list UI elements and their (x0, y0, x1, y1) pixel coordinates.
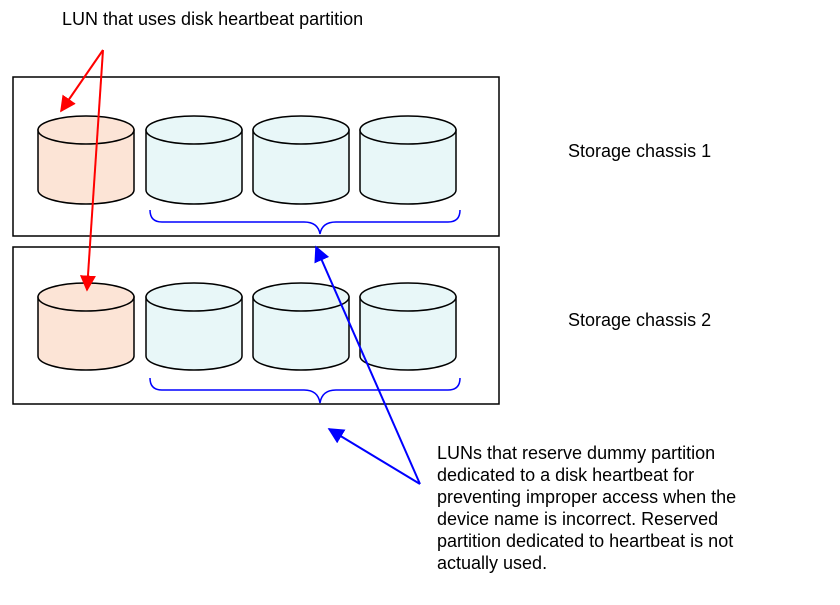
dummy-lun-disk-2b (252, 282, 350, 371)
dummy-arrow-to-chassis-2-brace (327, 428, 421, 485)
storage-chassis-2-frame (12, 246, 500, 405)
heartbeat-arrow-to-chassis-2 (79, 49, 104, 292)
dummy-lun-disk-2a (145, 282, 243, 371)
storage-chassis-2-label: Storage chassis 2 (568, 310, 712, 330)
dummy-lun-disk-1c (359, 115, 457, 205)
dummy-lun-disk-2c (359, 282, 457, 371)
heartbeat-arrow-to-chassis-1 (60, 49, 104, 113)
dummy-lun-brace-2 (149, 377, 461, 404)
heartbeat-lun-label: LUN that uses disk heartbeat partition (62, 9, 364, 29)
dummy-lun-disk-1b (252, 115, 350, 205)
dummy-arrow-to-chassis-1-brace (314, 245, 421, 485)
dummy-lun-brace-1 (149, 209, 461, 235)
storage-chassis-1-frame (12, 76, 500, 237)
storage-chassis-1-label: Storage chassis 1 (568, 141, 712, 161)
dummy-partition-luns-label: LUNs that reserve dummy partition dedica… (437, 443, 737, 573)
heartbeat-lun-disk-1 (37, 115, 135, 205)
dummy-lun-disk-1a (145, 115, 243, 205)
heartbeat-lun-disk-2 (37, 282, 135, 371)
